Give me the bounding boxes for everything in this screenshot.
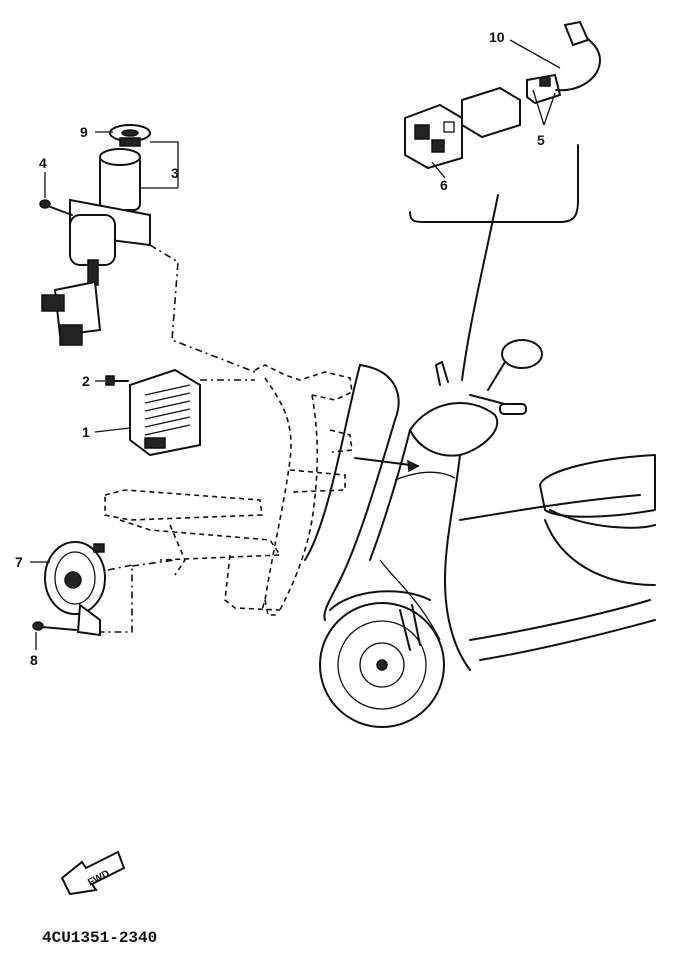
rectifier-part <box>129 368 201 457</box>
main-switch-part <box>41 148 151 346</box>
scooter-illustration <box>304 339 656 728</box>
relay-part <box>461 73 562 139</box>
callout-6: 6 <box>440 177 448 193</box>
frame-outline <box>104 364 353 616</box>
group-bracket <box>409 144 579 223</box>
assembly-leaders <box>100 244 256 633</box>
drawing-code: 4CU1351-2340 <box>42 929 157 947</box>
callout-9: 9 <box>80 124 88 140</box>
harness-wire <box>461 194 499 381</box>
callout-1: 1 <box>82 424 90 440</box>
forward-direction-arrow: FWD <box>60 850 126 896</box>
callout-5: 5 <box>537 132 545 148</box>
callout-2: 2 <box>82 373 90 389</box>
callout-4: 4 <box>39 155 47 171</box>
flasher-relay-part <box>404 103 463 170</box>
bolt-part-2 <box>105 375 129 386</box>
callout-10: 10 <box>489 29 505 45</box>
horn-part <box>44 541 106 637</box>
screw-part-4 <box>39 199 73 216</box>
key-cap-part <box>109 124 151 147</box>
bolt-part-8 <box>32 621 77 631</box>
wire-lead-part <box>555 20 601 92</box>
callout-3: 3 <box>171 165 179 181</box>
callout-7: 7 <box>15 554 23 570</box>
callout-leaders <box>30 39 561 650</box>
callout-8: 8 <box>30 652 38 668</box>
